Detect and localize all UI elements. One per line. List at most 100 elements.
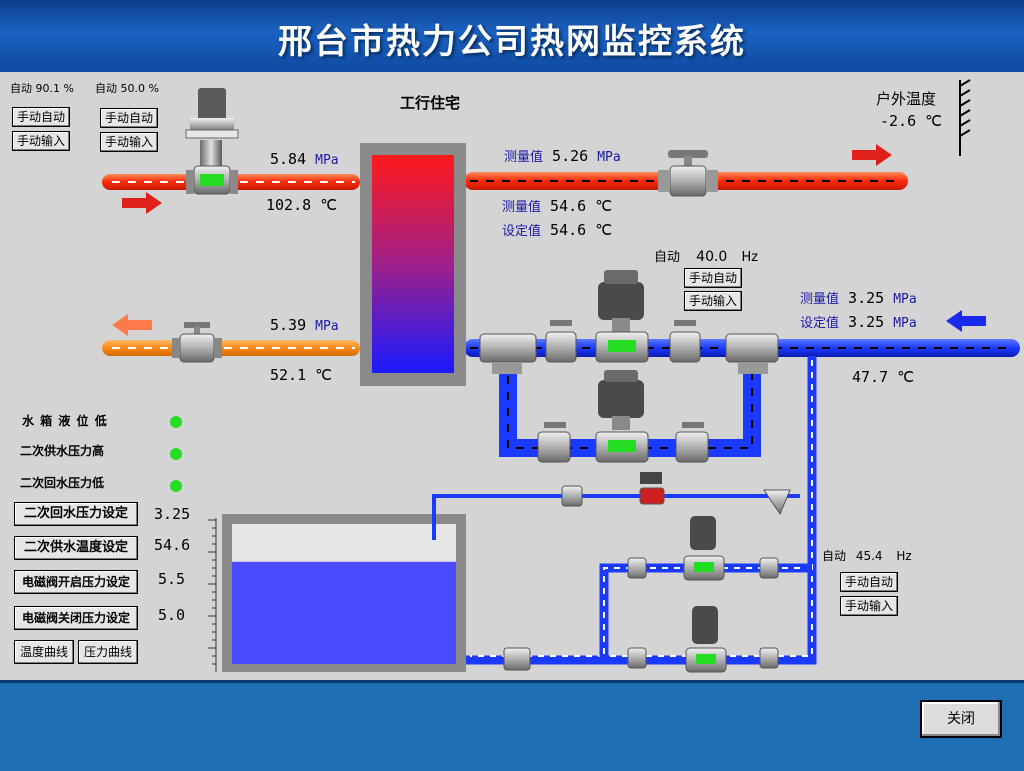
primary-supply-pressure-value: 5.84 [270, 150, 307, 168]
valve-right-manual-input-button[interactable]: 手动输入 [100, 132, 158, 152]
arrow-left-icon [112, 314, 152, 336]
valve-right-unit: % [148, 82, 159, 95]
main-pump-freq-unit: Hz [741, 250, 759, 265]
close-button[interactable]: 关闭 [920, 700, 1002, 738]
secondary-supply-measured-label: 测量值 [504, 150, 544, 165]
makeup-pump-1-icon [627, 516, 779, 581]
setting-button[interactable]: 电磁阀关闭压力设定 [14, 606, 138, 630]
tank-level-scale [208, 518, 217, 672]
makeup-pump-manual-input-button[interactable]: 手动输入 [840, 596, 898, 616]
arrow-right-icon [852, 144, 892, 166]
main-pump-auto: 自动 40.0 Hz [654, 246, 758, 265]
alarm-indicator [170, 480, 182, 492]
temp-curve-button[interactable]: 温度曲线 [14, 640, 74, 664]
secondary-supply-temp-unit: ℃ [595, 197, 613, 215]
outdoor-temp-label: 户外温度 [876, 90, 937, 108]
primary-return-pressure-unit: MPa [315, 319, 339, 334]
makeup-pump-freq-unit: Hz [896, 549, 912, 563]
water-tank [222, 496, 466, 672]
main-pump-freq: 40.0 [696, 249, 728, 265]
setting-value: 5.5 [158, 570, 186, 588]
makeup-pump-freq: 45.4 [855, 549, 883, 563]
secondary-supply-temp-measured: 测量值 54.6 ℃ [502, 196, 612, 215]
main-pump-manual-auto-button[interactable]: 手动自动 [684, 268, 742, 288]
secondary-return-setpoint-unit: MPa [893, 316, 917, 331]
secondary-return-measured-label: 测量值 [800, 292, 840, 307]
footer-bar [0, 680, 1024, 771]
hand-valve-icon [172, 322, 222, 363]
makeup-pump-manual-auto-button[interactable]: 手动自动 [840, 572, 898, 592]
alarm-indicator [170, 448, 182, 460]
secondary-supply-pressure-value: 5.26 [552, 147, 589, 165]
setting-value: 5.0 [158, 606, 186, 624]
secondary-return-pressure: 测量值 3.25 MPa [800, 288, 917, 307]
setting-button[interactable]: 二次回水压力设定 [14, 502, 138, 526]
primary-return-temp-unit: ℃ [315, 366, 333, 384]
alarm-indicator [170, 416, 182, 428]
secondary-return-setpoint-label: 设定值 [800, 316, 840, 331]
makeup-pump-2-icon [627, 606, 779, 673]
alarm-label: 水 箱 液 位 低 [22, 414, 108, 428]
outdoor-sensor-icon [959, 79, 971, 156]
alarm-label: 二次供水压力高 [20, 444, 105, 458]
secondary-return-setpoint: 设定值 3.25 MPa [800, 312, 917, 331]
valve-right-auto-value: 50.0 [120, 82, 146, 95]
secondary-supply-temp-setpoint-unit: ℃ [595, 221, 613, 239]
setting-button[interactable]: 电磁阀开启压力设定 [14, 570, 138, 594]
secondary-supply-temp-measured-value: 54.6 [550, 197, 587, 215]
valve-left-unit: % [63, 82, 74, 95]
setting-button[interactable]: 二次供水温度设定 [14, 536, 138, 560]
secondary-supply-temp-setpoint: 设定值 54.6 ℃ [502, 220, 612, 239]
outdoor-temp-value: -2.6 [880, 112, 917, 130]
primary-return-temp: 52.1 ℃ [270, 366, 332, 384]
primary-return-pressure-value: 5.39 [270, 316, 307, 334]
secondary-supply-pressure: 测量值 5.26 MPa [504, 146, 621, 165]
secondary-supply-temp-setpoint-label: 设定值 [502, 224, 542, 239]
primary-supply-pressure: 5.84 MPa [270, 150, 339, 168]
valve-left-manual-auto-button[interactable]: 手动自动 [12, 107, 70, 127]
secondary-return-pressure-value: 3.25 [848, 289, 885, 307]
arrow-left-icon [946, 310, 986, 332]
secondary-supply-pressure-unit: MPa [597, 150, 621, 165]
makeup-pump-auto: 自动 45.4 Hz [822, 547, 912, 564]
outdoor-temp: -2.6 ℃ [880, 112, 942, 130]
heat-exchanger [360, 143, 466, 386]
pump-1-icon [595, 270, 649, 363]
primary-return-pressure: 5.39 MPa [270, 316, 339, 334]
pressure-curve-button[interactable]: 压力曲线 [78, 640, 138, 664]
alarm-label: 二次回水压力低 [20, 476, 105, 490]
tank-water-level [232, 561, 456, 664]
control-valve-icon [185, 88, 239, 195]
main-pump-manual-input-button[interactable]: 手动输入 [684, 291, 742, 311]
valve-left-auto: 自动 90.1 % [10, 80, 74, 96]
station-name: 工行住宅 [400, 94, 461, 112]
primary-supply-temp-value: 102.8 [266, 196, 312, 214]
secondary-supply-temp-measured-label: 测量值 [502, 200, 542, 215]
secondary-return-pressure-unit: MPa [893, 292, 917, 307]
pump-2-icon [595, 370, 649, 463]
setting-value: 54.6 [154, 536, 191, 554]
secondary-return-temp-unit: ℃ [897, 368, 915, 386]
title-bar: 邢台市热力公司热网监控系统 [0, 0, 1024, 72]
window-title: 邢台市热力公司热网监控系统 [278, 22, 746, 62]
setting-value: 3.25 [154, 505, 191, 523]
secondary-return-setpoint-value: 3.25 [848, 313, 885, 331]
makeup-pump-auto-label: 自动 [822, 549, 847, 563]
secondary-return-temp-value: 47.7 [852, 368, 889, 386]
main-pump-auto-label: 自动 [654, 250, 681, 265]
valve-left-auto-label: 自动 [10, 82, 32, 95]
valve-right-auto-label: 自动 [95, 82, 117, 95]
valve-right-auto: 自动 50.0 % [95, 80, 159, 96]
secondary-supply-temp-setpoint-value: 54.6 [550, 221, 587, 239]
secondary-return-temp: 47.7 ℃ [852, 368, 914, 386]
primary-supply-pressure-unit: MPa [315, 153, 339, 168]
valve-right-manual-auto-button[interactable]: 手动自动 [100, 108, 158, 128]
valve-left-manual-input-button[interactable]: 手动输入 [12, 131, 70, 151]
primary-supply-temp: 102.8 ℃ [266, 196, 337, 214]
arrow-right-icon [122, 192, 162, 214]
valve-left-auto-value: 90.1 [35, 82, 61, 95]
pipe-fittings [479, 320, 779, 463]
hand-valve-icon [658, 150, 718, 197]
primary-return-pipe [102, 340, 360, 356]
